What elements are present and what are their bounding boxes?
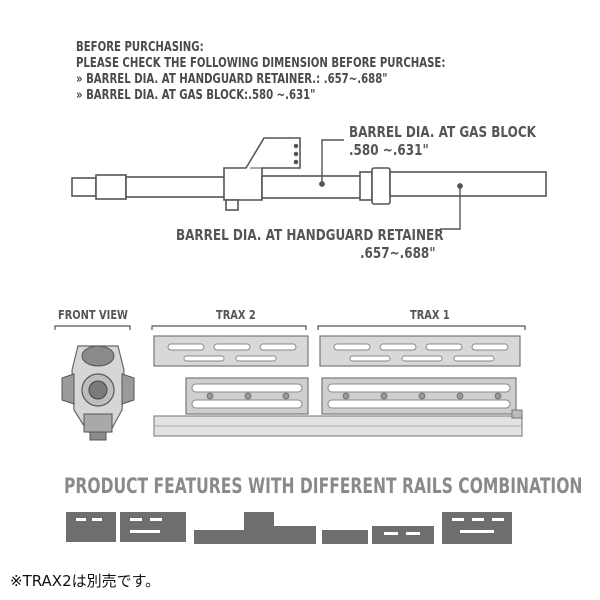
purchase-notice: BEFORE PURCHASING: PLEASE CHECK THE FOLL… — [76, 40, 445, 104]
retainer-ring-2 — [371, 167, 391, 205]
rail-combination-3 — [322, 526, 434, 544]
barrel-muzzle — [71, 177, 97, 197]
section-brackets — [54, 325, 526, 330]
barrel-front — [125, 176, 227, 198]
retainer-value: .657~.688" — [360, 244, 436, 262]
notice-line-1: BEFORE PURCHASING: — [76, 40, 204, 55]
rail-combinations — [66, 512, 512, 544]
notice-line-3: » BARREL DIA. AT HANDGUARD RETAINER.: .6… — [76, 72, 388, 87]
notice-line-2: PLEASE CHECK THE FOLLOWING DIMENSION BEF… — [76, 56, 446, 71]
gas-block-callout: BARREL DIA. AT GAS BLOCK .580 ~.631" — [349, 123, 536, 159]
gas-block-label: BARREL DIA. AT GAS BLOCK — [349, 123, 536, 141]
retainer-callout: BARREL DIA. AT HANDGUARD RETAINER .657~.… — [176, 226, 443, 262]
front-view-illustration — [61, 345, 135, 441]
barrel-mid — [261, 175, 363, 199]
rail-combination-2 — [194, 512, 316, 544]
barrel-outline — [71, 137, 547, 211]
rail-combination-1 — [66, 512, 186, 542]
retainer-label: BARREL DIA. AT HANDGUARD RETAINER — [176, 226, 444, 244]
front-view-title: FRONT VIEW — [58, 308, 128, 322]
footnote: ※TRAX2は別売です。 — [10, 572, 161, 590]
trax-rails-illustration — [153, 335, 523, 437]
barrel-rear — [389, 171, 547, 197]
gas-block-details — [250, 143, 299, 169]
gas-block-value: .580 ~.631" — [349, 141, 429, 159]
trax1-title: TRAX 1 — [410, 308, 450, 322]
rail-combination-4 — [442, 512, 512, 544]
leader-lines — [319, 139, 463, 230]
retainer-ring-1 — [359, 171, 373, 201]
trax2-title: TRAX 2 — [216, 308, 256, 322]
notice-line-4: » BARREL DIA. AT GAS BLOCK:.580 ~.631" — [76, 88, 316, 103]
features-title: PRODUCT FEATURES WITH DIFFERENT RAILS CO… — [64, 474, 583, 498]
barrel-muzzle-step — [95, 174, 127, 200]
gas-block-pin — [225, 199, 239, 211]
